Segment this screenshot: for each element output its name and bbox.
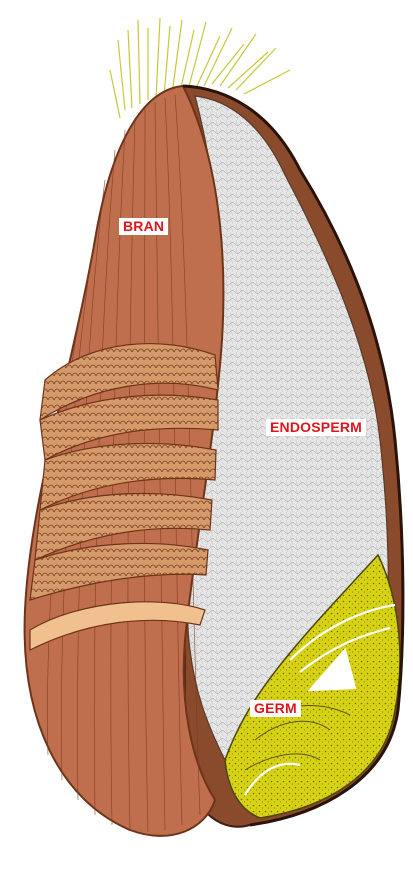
germ-label: GERM: [250, 700, 301, 717]
endosperm-label: ENDOSPERM: [266, 419, 366, 436]
bran-label: BRAN: [119, 218, 168, 235]
